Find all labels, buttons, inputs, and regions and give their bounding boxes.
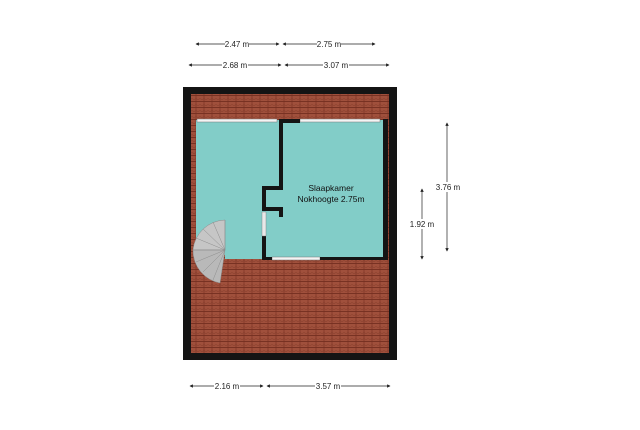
- window-top-left: [196, 118, 278, 123]
- window-bottom: [271, 256, 321, 261]
- doorway: [261, 211, 267, 237]
- walls: [262, 119, 388, 260]
- spiral-staircase: [192, 219, 226, 284]
- svg-text:3.07 m: 3.07 m: [324, 61, 349, 70]
- window-top-right: [299, 118, 381, 123]
- dimension-top-2b: 3.07 m: [284, 60, 390, 70]
- svg-text:2.47 m: 2.47 m: [225, 40, 250, 49]
- room-name: Slaapkamer: [308, 183, 354, 193]
- room-slaapkamer: [279, 120, 383, 259]
- svg-text:2.68 m: 2.68 m: [223, 61, 248, 70]
- dimension-right-outer: 3.76 m: [434, 122, 462, 252]
- dimension-top-2a: 2.68 m: [188, 60, 282, 70]
- svg-text:1.92 m: 1.92 m: [410, 220, 435, 229]
- room-height-note: Nokhoogte 2.75m: [297, 194, 364, 204]
- dimension-right-inner: 1.92 m: [408, 188, 436, 260]
- svg-text:2.75 m: 2.75 m: [317, 40, 342, 49]
- svg-text:3.76 m: 3.76 m: [436, 183, 461, 192]
- svg-text:2.16 m: 2.16 m: [215, 382, 240, 391]
- room-extension: [225, 250, 282, 259]
- dimension-bottom-b: 3.57 m: [266, 381, 391, 391]
- dimension-top-1a: 2.47 m: [195, 39, 280, 49]
- svg-text:3.57 m: 3.57 m: [316, 382, 341, 391]
- dimension-bottom-a: 2.16 m: [189, 381, 264, 391]
- dimension-top-1b: 2.75 m: [282, 39, 376, 49]
